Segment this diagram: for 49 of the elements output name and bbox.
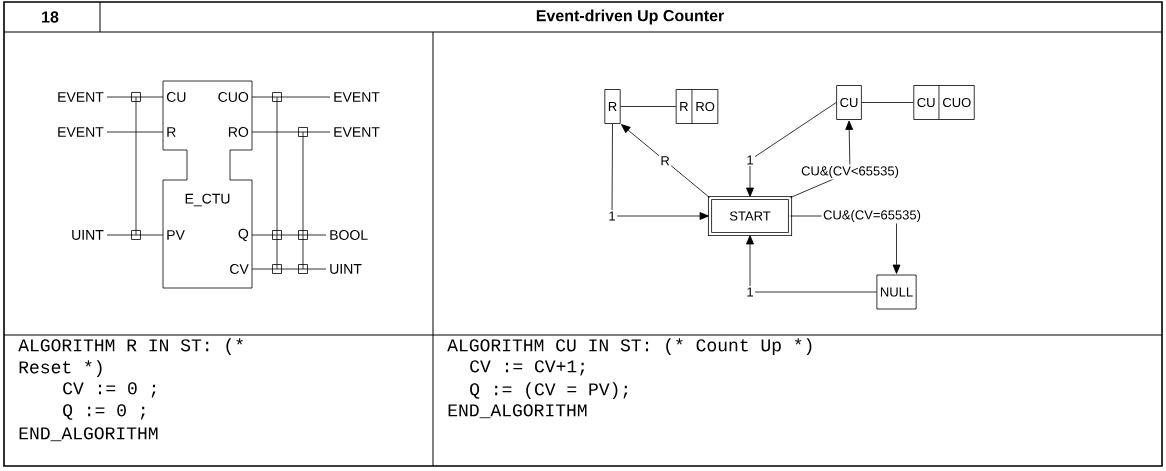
type-label: EVENT: [58, 92, 104, 102]
pin-label: CUO: [218, 92, 249, 102]
code-line: END_ALGORITHM: [19, 427, 158, 442]
pin-label: CU: [166, 92, 186, 102]
pin-label: Q: [238, 228, 249, 242]
connector-line: [620, 106, 677, 107]
code-line: Q := (CV = PV);: [470, 382, 628, 399]
arrow: [611, 123, 709, 220]
connector-line: [251, 131, 331, 133]
connector-line: [106, 96, 164, 98]
title: Event-driven Up Counter: [536, 9, 724, 25]
state-box: CU: [836, 85, 862, 120]
row-number: 18: [42, 11, 59, 23]
state-box: R: [604, 89, 621, 124]
type-label: UINT: [330, 264, 362, 274]
arrow: [746, 102, 837, 197]
connector-line: [861, 102, 914, 103]
edge-label: CU&(CV<65535): [799, 164, 901, 180]
code-line: ALGORITHM R IN ST: (* Reset *): [18, 338, 243, 377]
connector-line: [251, 96, 331, 98]
edge-label: 1: [744, 154, 756, 166]
pin-label: CV: [230, 264, 249, 274]
type-label: EVENT: [58, 127, 104, 137]
edge-label: CU&(CV=65535): [821, 208, 923, 224]
edge-label: 1: [744, 286, 756, 298]
type-label: BOOL: [330, 230, 368, 240]
edge-label: R: [658, 154, 672, 167]
connector-line: [251, 234, 327, 236]
code-line: END_ALGORITHM: [448, 404, 587, 419]
code-line: CV := CV+1;: [470, 360, 585, 376]
state-box: NULL: [876, 274, 917, 310]
connector-line: [251, 268, 327, 270]
pin-label: RO: [228, 127, 249, 137]
type-label: EVENT: [334, 92, 380, 102]
edge-label: 1: [606, 210, 618, 222]
code-line: ALGORITHM CU IN ST: (* Count Up *): [447, 338, 812, 355]
code-line: Q := 0 ;: [63, 404, 145, 420]
type-label: UINT: [72, 230, 104, 240]
arrow: [746, 235, 877, 293]
pin-label: PV: [167, 230, 185, 240]
arrow: [621, 124, 710, 198]
connector-line: [106, 234, 164, 236]
pin-label: R: [167, 127, 176, 137]
action-box: R RO: [675, 89, 719, 124]
action-box: CU CUO: [913, 85, 975, 120]
initial-state-box: START: [707, 195, 793, 237]
type-label: EVENT: [334, 127, 380, 137]
code-line: CV := 0 ;: [63, 382, 156, 398]
connector-line: [106, 131, 164, 133]
